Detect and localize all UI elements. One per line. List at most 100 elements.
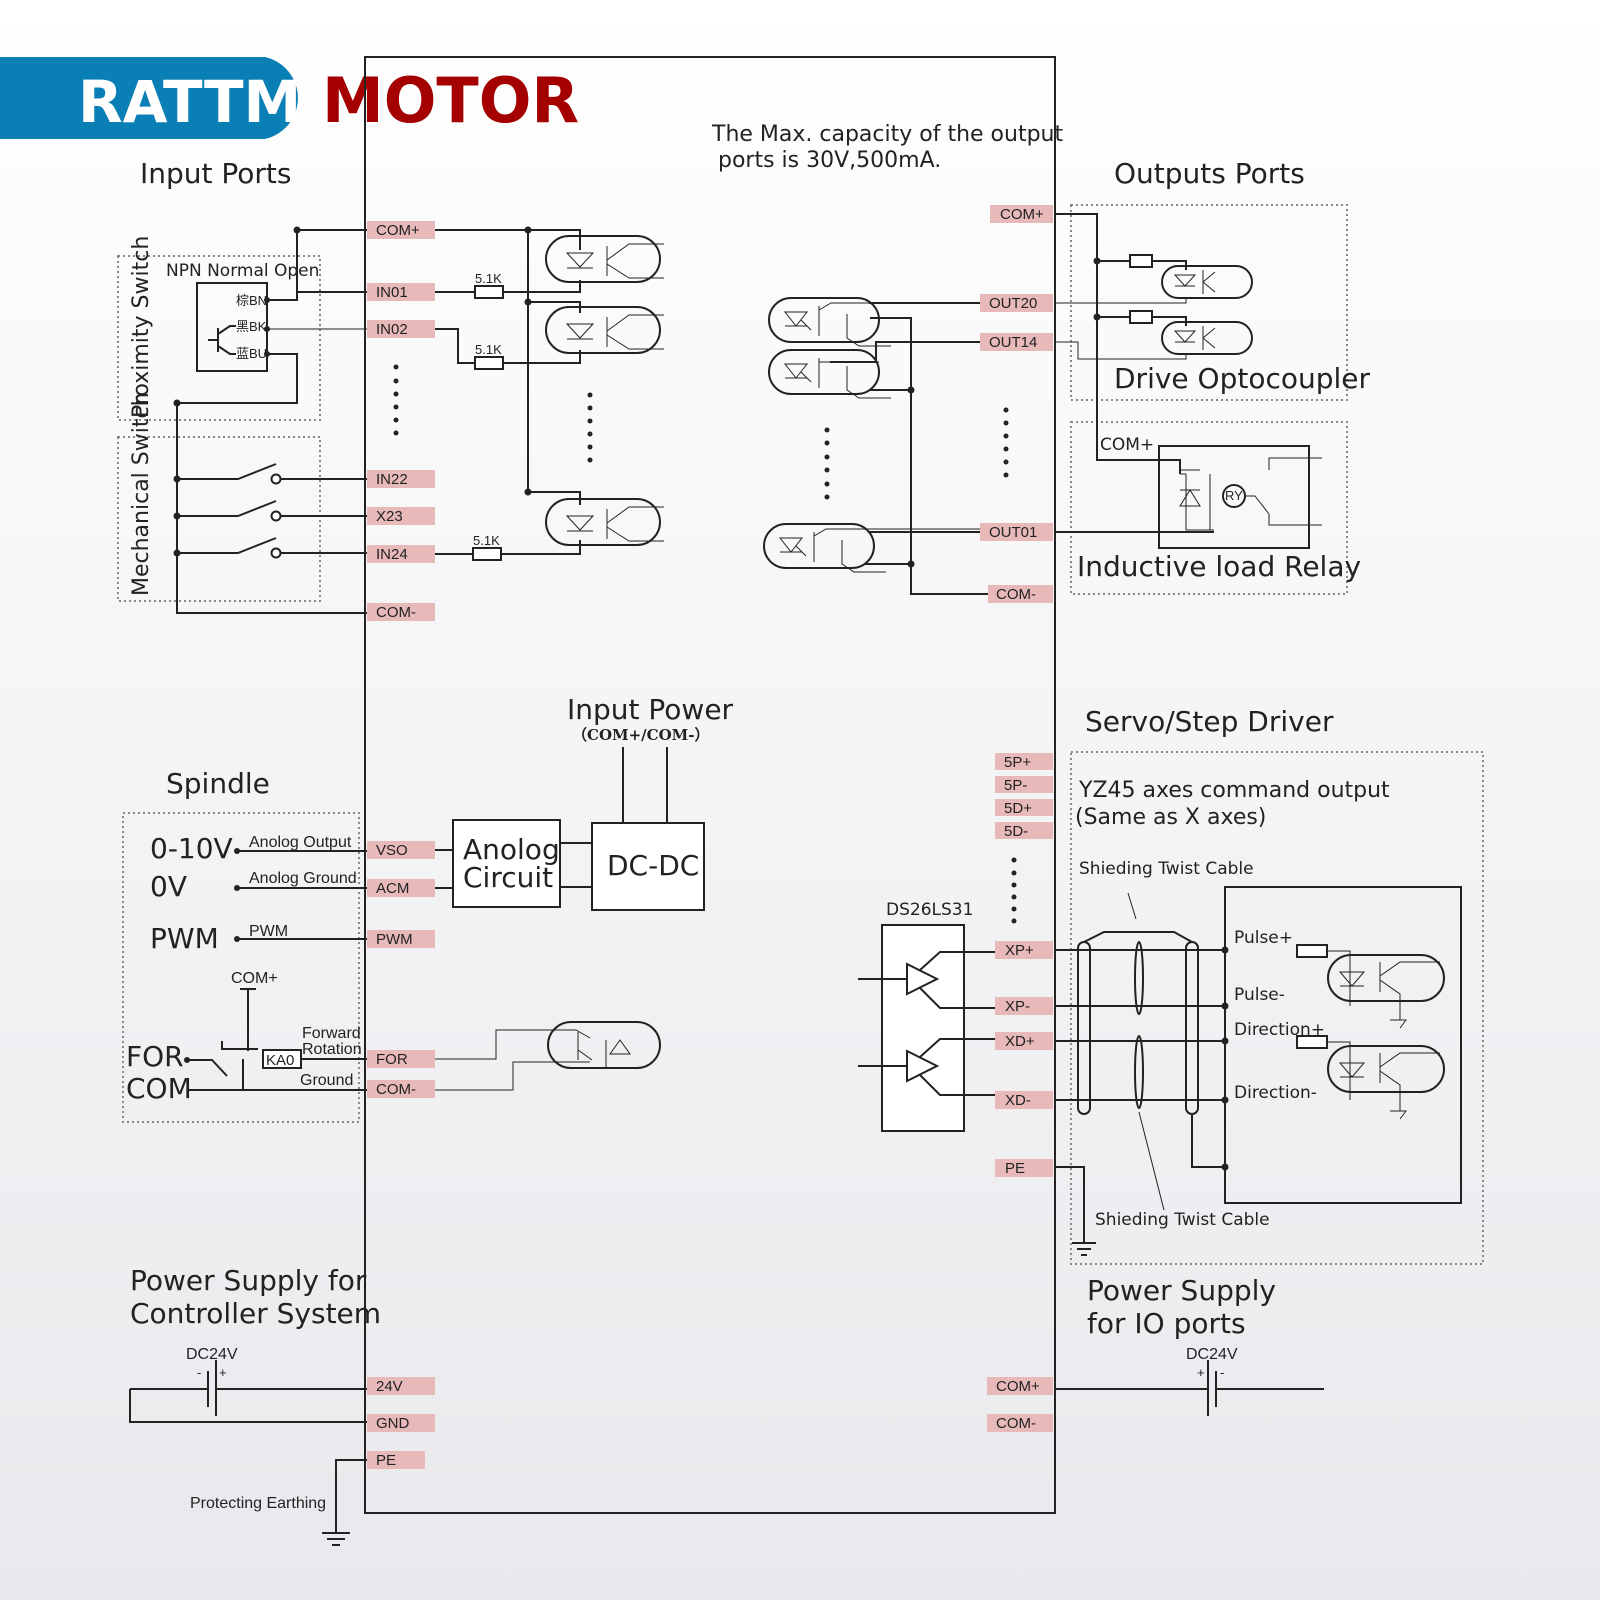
svg-text:IN02: IN02 [376,321,408,338]
svg-text:KA0: KA0 [266,1052,294,1069]
inductive-relay-group [1070,421,1348,595]
mechanical-switch-group [117,436,321,602]
proximity-switch-group [117,255,321,421]
relay-com-label: COM+ [1100,435,1154,455]
analog-circuit-block [452,819,561,908]
output-port-labels: COM+ OUT20 OUT14 OUT01 COM- [980,205,1053,603]
svg-text:(Same as X axes): (Same as X axes) [1075,805,1266,830]
svg-text:COM+: COM+ [996,1378,1040,1395]
heading-input-power: Input Power [567,693,734,726]
svg-text:PWM: PWM [376,931,413,948]
input-port-labels: COM+ IN01 IN02 IN22 X23 IN24 COM- [367,221,435,621]
svg-text:PWM: PWM [150,922,219,955]
svg-text:DC24V: DC24V [186,1346,238,1363]
svg-text:5P-: 5P- [1004,777,1027,794]
svg-text:OUT01: OUT01 [989,524,1037,541]
spindle-group [122,812,360,1123]
svg-text:PE: PE [1005,1160,1025,1177]
svg-text:Anolog: Anolog [463,833,560,866]
svg-text:VSO: VSO [376,842,408,859]
svg-text:Pulse-: Pulse- [1234,985,1285,1005]
optocoupler-icon [1173,270,1216,294]
optocoupler-icon [1173,326,1216,350]
for-optocoupler [547,1021,661,1069]
svg-text:ACM: ACM [376,880,409,897]
svg-text:5.1K: 5.1K [473,533,500,548]
power-port-labels: 24V GND PE COM+ COM- [367,1377,1053,1469]
svg-text:Anolog Output: Anolog Output [249,834,352,851]
svg-text:COM+: COM+ [1000,206,1044,223]
input-optocouplers [545,235,664,546]
controller-board [364,56,1056,1514]
svg-text:FOR: FOR [376,1051,408,1068]
svg-text:COM-: COM- [376,604,416,621]
svg-text:（COM+/COM-）: （COM+/COM-） [572,726,710,744]
svg-text:Anolog Ground: Anolog Ground [249,870,357,887]
battery-icon [129,1360,367,1423]
svg-text:COM-: COM- [996,1415,1036,1432]
wire-bu: 蓝BU [236,346,267,361]
output-optocouplers [763,297,980,573]
svg-text:+: + [219,1365,227,1380]
svg-text:XD-: XD- [1005,1092,1031,1109]
svg-text:DS26LS31: DS26LS31 [886,900,973,920]
svg-text:Power Supply: Power Supply [1087,1274,1276,1307]
svg-text:COM+: COM+ [231,970,278,987]
mechanical-switch-label: Mechanical Switch [129,392,154,596]
brand-logo: RATTM MOTOR [0,57,579,139]
svg-text:COM-: COM- [376,1081,416,1098]
relay-box [1158,445,1310,549]
servo-optocoupler [1327,954,1445,1002]
svg-text:5P+: 5P+ [1004,754,1031,771]
heading-spindle: Spindle [166,767,270,800]
relay-label: Inductive load Relay [1077,550,1361,583]
svg-text:Power Supply for: Power Supply for [130,1264,367,1297]
svg-text:DC24V: DC24V [1186,1346,1238,1363]
note-line1: The Max. capacity of the output [711,122,1063,147]
svg-text:FOR: FOR [126,1040,184,1073]
svg-text:Shieding Twist Cable: Shieding Twist Cable [1095,1210,1270,1230]
svg-text:5.1K: 5.1K [475,271,502,286]
svg-text:X23: X23 [376,508,403,525]
svg-text:IN22: IN22 [376,471,408,488]
svg-text:5D+: 5D+ [1004,800,1032,817]
svg-text:+: + [1197,1365,1205,1380]
svg-text:Protecting Earthing: Protecting Earthing [190,1495,326,1512]
svg-text:IN24: IN24 [376,546,408,563]
heading-servo: Servo/Step Driver [1085,705,1334,738]
servo-driver-box [1224,886,1462,1204]
heading-output-ports: Outputs Ports [1114,157,1305,190]
svg-text:PWM: PWM [249,923,288,940]
brand-left: RATTM [78,68,301,136]
drive-optocoupler-label: Drive Optocoupler [1114,362,1371,395]
svg-text:RY: RY [1225,488,1243,503]
svg-text:Circuit: Circuit [463,861,553,894]
npn-label: NPN Normal Open [166,261,319,281]
svg-text:COM: COM [126,1072,192,1105]
svg-text:Direction-: Direction- [1234,1083,1317,1103]
svg-text:XP-: XP- [1005,998,1030,1015]
svg-text:5.1K: 5.1K [475,342,502,357]
diode-icon [1179,489,1201,507]
svg-text:Shieding Twist Cable: Shieding Twist Cable [1079,859,1254,879]
svg-text:Rotation: Rotation [302,1041,362,1058]
svg-text:-: - [197,1365,201,1380]
svg-text:YZ45 axes command output: YZ45 axes command output [1078,778,1390,803]
servo-driver-group [1070,751,1484,1265]
battery-icon [1055,1360,1324,1416]
wire-bn: 棕BN [236,293,267,308]
servo-port-labels: XP+ XP- XD+ XD- PE [995,941,1053,1177]
svg-text:5D-: 5D- [1004,823,1028,840]
spindle-port-labels: VSO ACM PWM FOR COM- [367,841,435,1098]
servo-top-port-labels: 5P+ 5P- 5D+ 5D- [995,753,1053,840]
svg-text:0-10V: 0-10V [150,832,233,865]
brand-right: MOTOR [322,64,579,137]
ds26ls31-chip [881,924,965,1132]
svg-text:XP+: XP+ [1005,942,1034,959]
svg-text:Forward: Forward [302,1025,361,1042]
earth-ground-icon [322,1459,367,1546]
svg-text:OUT14: OUT14 [989,334,1037,351]
mechanical-switches [173,463,367,559]
svg-text:XD+: XD+ [1005,1033,1035,1050]
